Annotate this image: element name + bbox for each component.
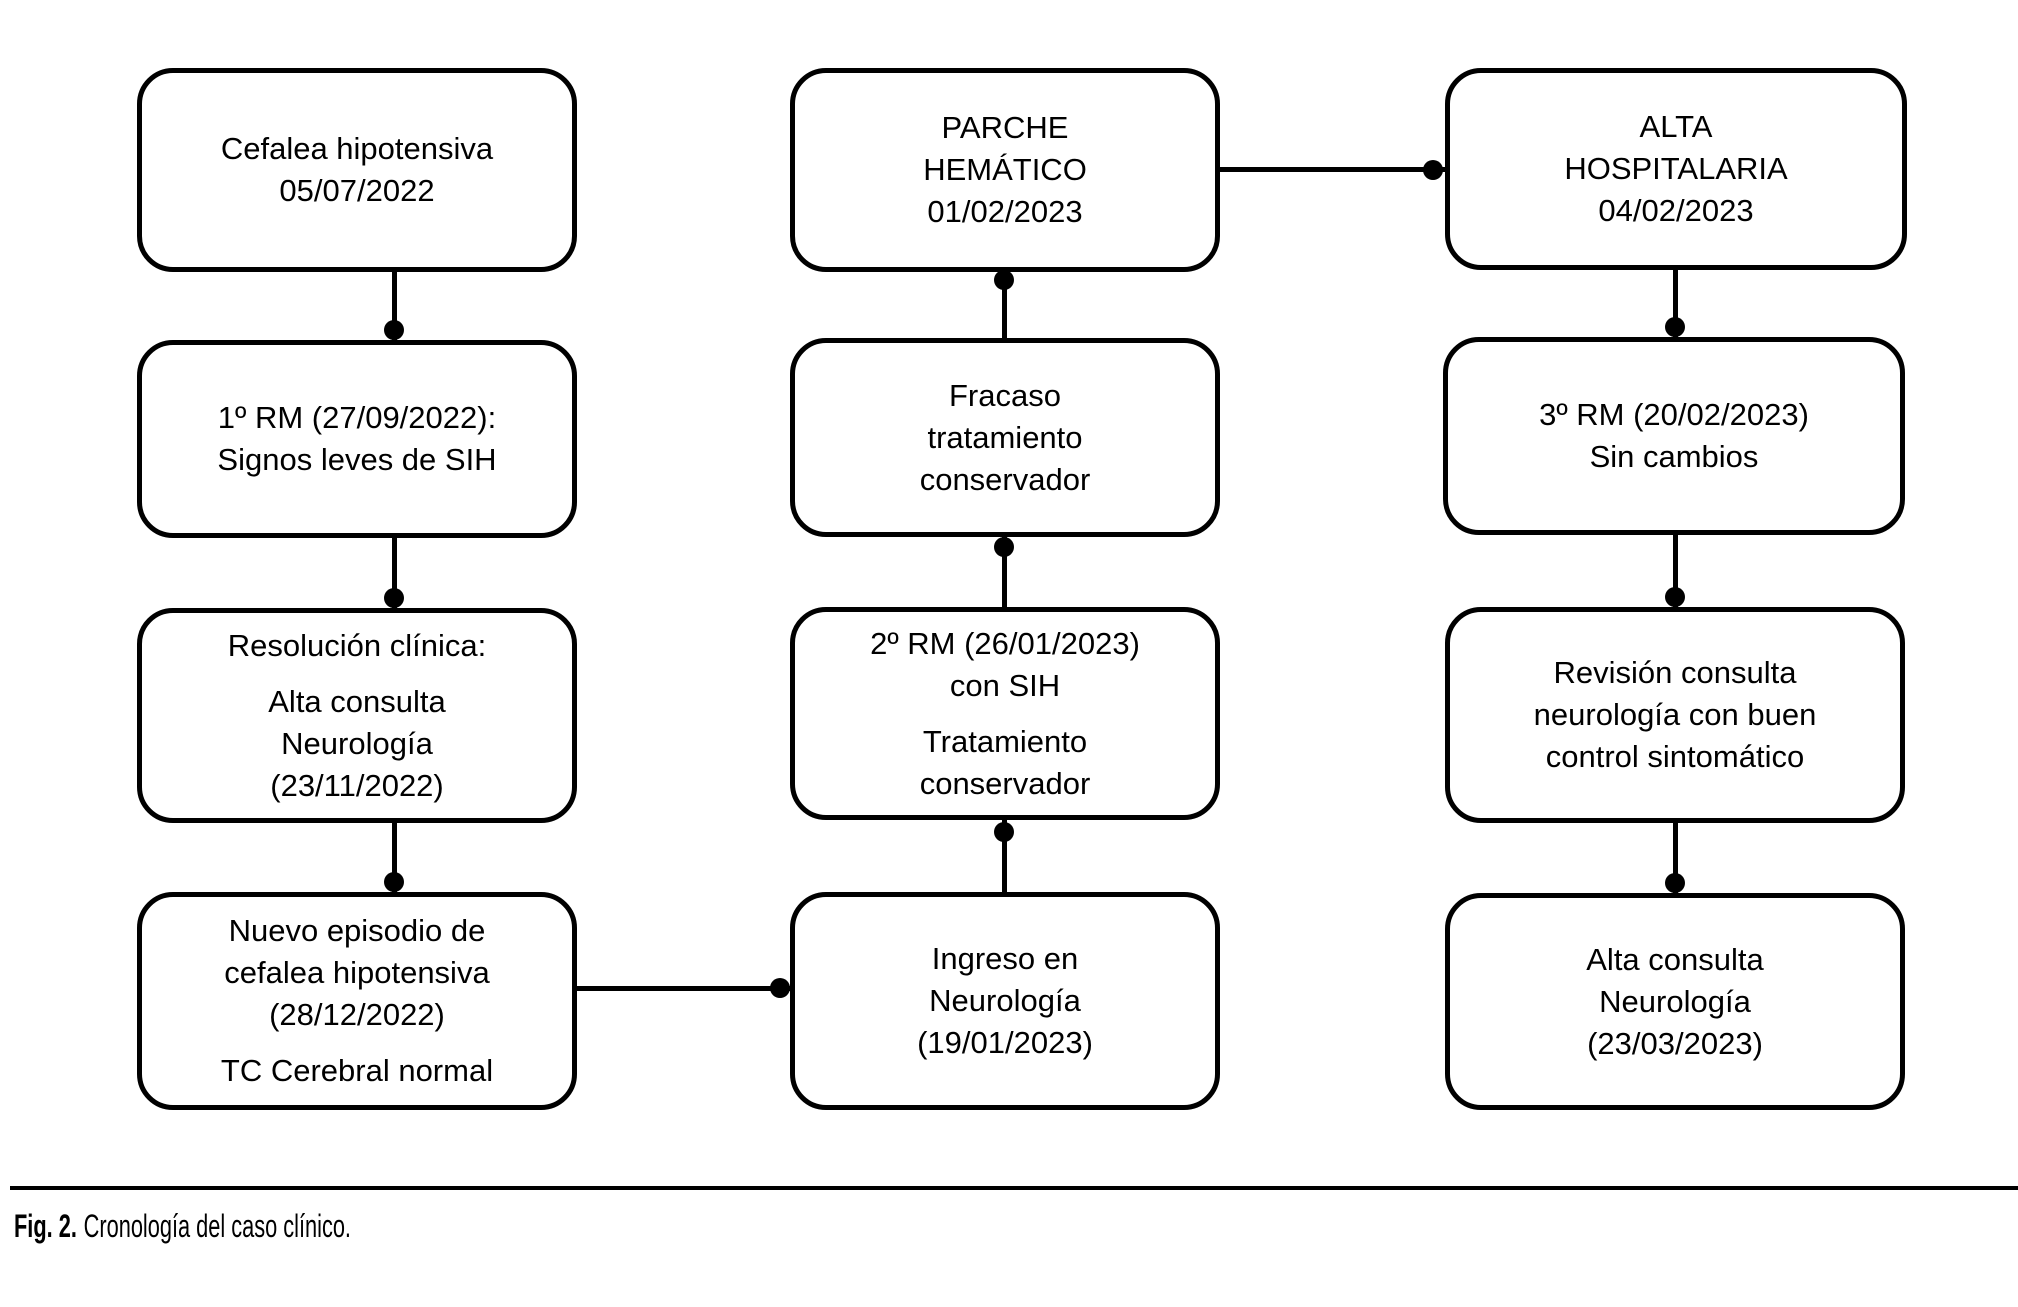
connector-line xyxy=(1002,818,1007,894)
flow-node-primera-rm: 1º RM (27/09/2022):Signos leves de SIH xyxy=(137,340,577,538)
caption-divider xyxy=(10,1186,2018,1190)
connector-line xyxy=(1002,535,1007,609)
node-text: 3º RM (20/02/2023)Sin cambios xyxy=(1539,397,1809,474)
flow-node-tercera-rm: 3º RM (20/02/2023)Sin cambios xyxy=(1443,337,1905,535)
connector-line xyxy=(1673,268,1678,339)
junction-dot xyxy=(1665,873,1685,893)
connector-line xyxy=(392,270,397,340)
junction-dot xyxy=(384,320,404,340)
junction-dot xyxy=(384,872,404,892)
figure-caption: Fig. 2.Cronología del caso clínico. xyxy=(14,1206,351,1246)
figure-caption-label: Fig. 2. xyxy=(14,1208,77,1244)
junction-dot xyxy=(770,978,790,998)
junction-dot xyxy=(1665,587,1685,607)
connector-line xyxy=(1673,533,1678,609)
junction-dot xyxy=(1665,317,1685,337)
node-text: 2º RM (26/01/2023)con SIH xyxy=(870,625,1140,703)
connector-line xyxy=(392,536,397,610)
connector-line xyxy=(575,986,792,991)
junction-dot xyxy=(1423,160,1443,180)
connector-line xyxy=(1218,167,1445,172)
junction-dot xyxy=(994,537,1014,557)
connector-line xyxy=(1002,270,1007,340)
connector-line xyxy=(392,821,397,894)
figure-caption-text: Cronología del caso clínico. xyxy=(83,1208,351,1244)
junction-dot xyxy=(384,588,404,608)
node-text: 1º RM (27/09/2022):Signos leves de SIH xyxy=(217,400,497,477)
node-text: Resolución clínica: xyxy=(227,627,487,663)
junction-dot xyxy=(994,822,1014,842)
connector-line xyxy=(1673,821,1678,895)
junction-dot xyxy=(994,270,1014,290)
node-text: TC Cerebral normal xyxy=(220,1053,494,1088)
